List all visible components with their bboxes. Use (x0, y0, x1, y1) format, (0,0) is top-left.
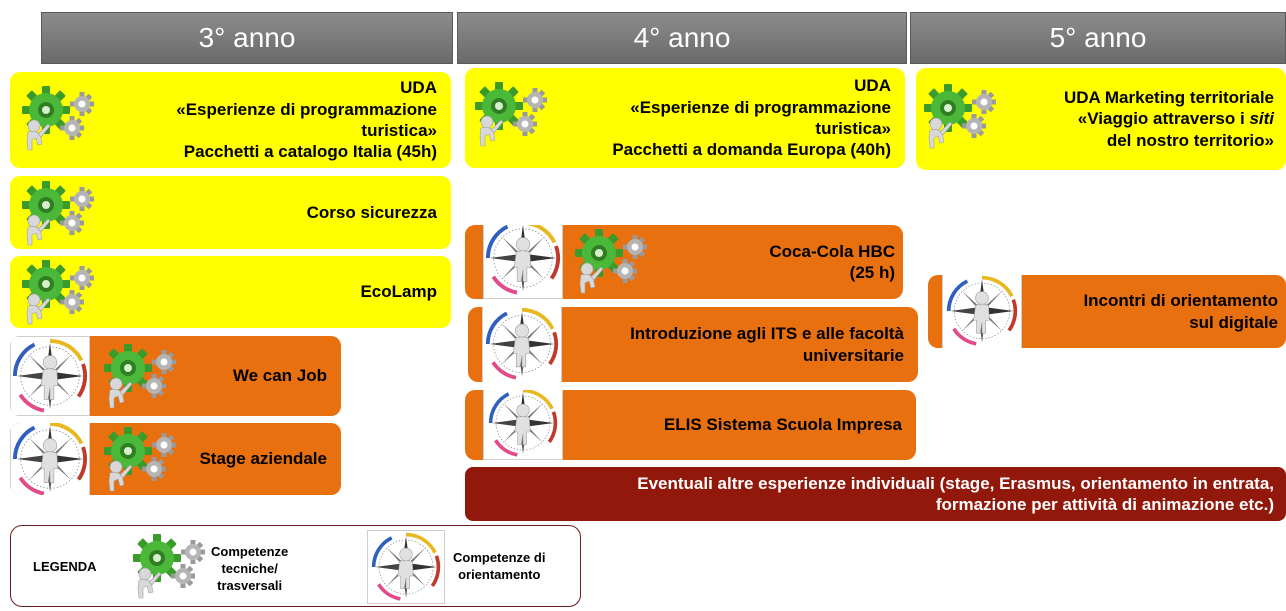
gears-icon (922, 82, 1000, 150)
gears-icon (20, 84, 98, 152)
compass-icon (483, 390, 563, 460)
stage-aziendale-label: Stage aziendale (199, 449, 327, 469)
stage-aziendale-card: Stage aziendale (10, 423, 341, 495)
compass-icon (10, 336, 90, 416)
legend-title: LEGENDA (33, 558, 97, 574)
gears-icon (102, 425, 180, 493)
we-can-job-label: We can Job (232, 366, 327, 386)
uda-3-anno-text: UDA «Esperienze di programmazione turist… (176, 78, 437, 162)
uda-3-anno-card: UDA «Esperienze di programmazione turist… (10, 72, 451, 168)
legend-orient-label: Competenze di orientamento (453, 550, 546, 582)
gears-icon (20, 258, 98, 326)
ecolamp-label: EcoLamp (360, 282, 437, 302)
ecolamp-card: EcoLamp (10, 256, 451, 328)
eventuali-text: Eventuali altre esperienze individuali (… (637, 473, 1274, 514)
uda-5-anno-card: UDA Marketing territoriale «Viaggio attr… (916, 68, 1286, 170)
its-card: Introduzione agli ITS e alle facoltà uni… (468, 307, 918, 382)
gears-icon (102, 342, 180, 410)
incontri-orientamento-card: Incontri di orientamento sul digitale (928, 275, 1286, 348)
eventuali-card: Eventuali altre esperienze individuali (… (465, 467, 1286, 521)
uda-5-anno-text: UDA Marketing territoriale «Viaggio attr… (1063, 87, 1274, 150)
gears-icon (20, 179, 98, 247)
coca-cola-text: Coca-Cola HBC (25 h) (769, 241, 895, 282)
uda-4-anno-text: UDA «Esperienze di programmazione turist… (612, 76, 891, 160)
gears-icon (473, 80, 551, 148)
coca-cola-card: Coca-Cola HBC (25 h) (465, 225, 903, 299)
compass-icon (942, 275, 1022, 348)
uda-4-anno-card: UDA «Esperienze di programmazione turist… (465, 68, 905, 168)
header-4-anno: 4° anno (457, 12, 907, 64)
its-text: Introduzione agli ITS e alle facoltà uni… (630, 324, 904, 365)
header-5-anno: 5° anno (910, 12, 1286, 64)
compass-icon (367, 530, 445, 604)
incontri-text: Incontri di orientamento sul digitale (1083, 291, 1278, 332)
gears-icon (131, 532, 209, 600)
gears-icon (573, 227, 651, 295)
header-3-anno: 3° anno (41, 12, 453, 64)
compass-icon (482, 307, 562, 382)
elis-card: ELIS Sistema Scuola Impresa (465, 390, 916, 460)
corso-sicurezza-card: Corso sicurezza (10, 176, 451, 249)
we-can-job-card: We can Job (10, 336, 341, 416)
compass-icon (10, 423, 90, 495)
corso-sicurezza-label: Corso sicurezza (306, 202, 437, 222)
legend: LEGENDA Competenze tecniche/ trasversali… (10, 525, 581, 607)
compass-icon (483, 225, 563, 299)
elis-label: ELIS Sistema Scuola Impresa (663, 415, 902, 435)
legend-tech-label: Competenze tecniche/ trasversali (211, 544, 289, 593)
